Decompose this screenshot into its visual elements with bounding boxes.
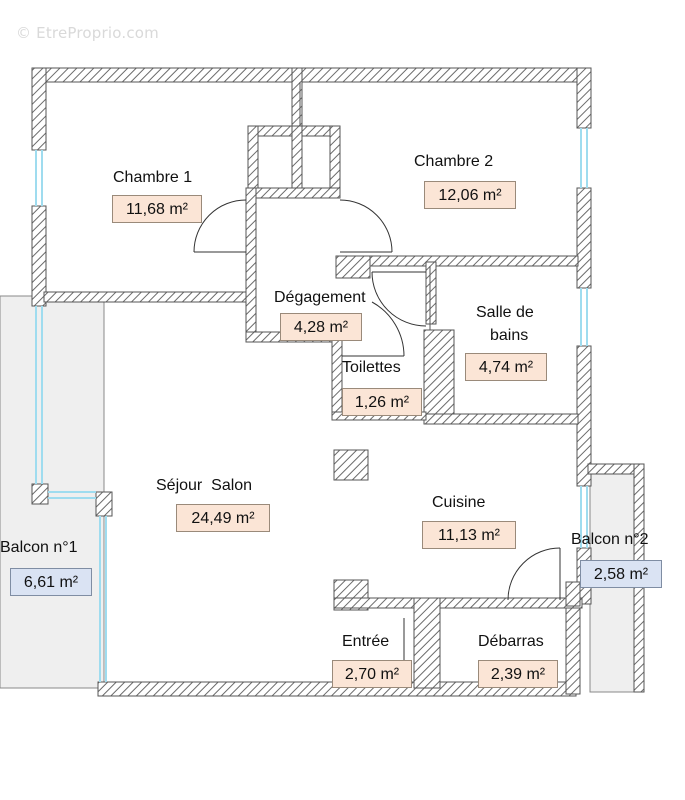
area-balcon-2: 2,58 m² xyxy=(580,560,662,588)
area-cuisine: 11,13 m² xyxy=(422,521,516,549)
doors xyxy=(193,199,561,660)
area-toilettes: 1,26 m² xyxy=(342,388,422,416)
room-name-balcon-1: Balcon n°1 xyxy=(0,539,78,556)
room-name-entree: Entrée xyxy=(342,633,390,650)
windows xyxy=(35,128,588,682)
area-balcon-1: 6,61 m² xyxy=(10,568,92,596)
room-name-cuisine: Cuisine xyxy=(432,494,486,511)
room-name-chambre-1: Chambre 1 xyxy=(113,169,193,186)
room-name-salle-de-bains-line2: bains xyxy=(490,327,529,344)
area-chambre-1: 11,68 m² xyxy=(112,195,202,223)
area-salle-de-bains: 4,74 m² xyxy=(465,353,547,381)
room-name-debarras: Débarras xyxy=(478,633,544,650)
interior-lines xyxy=(299,82,431,330)
area-degagement: 4,28 m² xyxy=(280,313,362,341)
room-name-salle-de-bains-line1: Salle de xyxy=(476,304,534,321)
room-name-sejour-salon: Séjour Salon xyxy=(156,477,253,494)
room-name-degagement: Dégagement xyxy=(274,289,366,306)
area-sejour-salon: 24,49 m² xyxy=(176,504,270,532)
area-debarras: 2,39 m² xyxy=(478,660,558,688)
area-entree: 2,70 m² xyxy=(332,660,412,688)
room-name-chambre-2: Chambre 2 xyxy=(414,153,494,170)
room-name-balcon-2: Balcon n°2 xyxy=(571,531,649,548)
room-name-toilettes: Toilettes xyxy=(342,359,401,376)
area-chambre-2: 12,06 m² xyxy=(424,181,516,209)
watermark: © EtreProprio.com xyxy=(16,24,159,42)
walls xyxy=(31,67,645,697)
